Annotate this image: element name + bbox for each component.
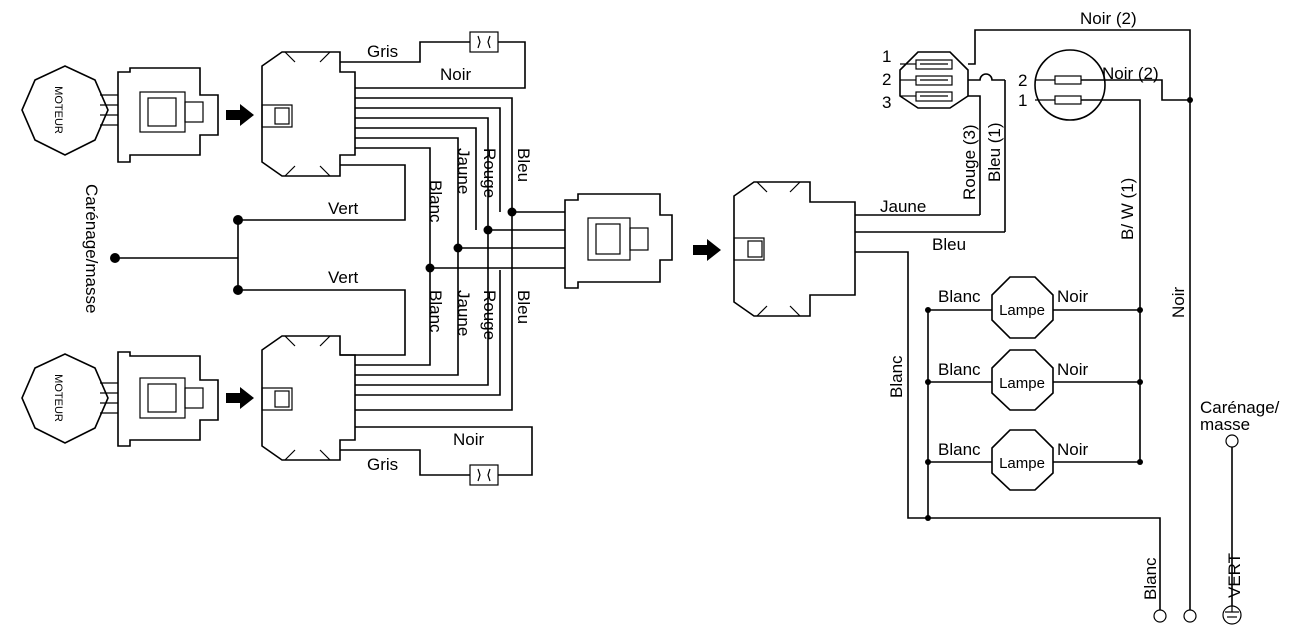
label-blanc-terminal: Blanc <box>1141 557 1160 600</box>
label-rouge-bottom: Rouge <box>480 290 499 340</box>
lamp-2-blanc: Blanc <box>938 360 981 379</box>
central-connector <box>564 193 673 289</box>
label-jaune-bottom: Jaune <box>454 290 473 336</box>
arrow-right-icon <box>693 239 721 261</box>
label-blanc-top: Blanc <box>426 180 445 223</box>
housing-bottom <box>261 335 356 461</box>
label-bw1: B/ W (1) <box>1118 178 1137 240</box>
label-vert-top: Vert <box>328 199 359 218</box>
arrow-right-icon <box>226 387 254 409</box>
receptacle-icon <box>1034 49 1106 121</box>
motor-top: MOTEUR <box>21 65 125 156</box>
label-noir2-receptacle: Noir (2) <box>1102 64 1159 83</box>
label-noir-top: Noir <box>440 65 472 84</box>
motor-top-label: MOTEUR <box>52 86 64 134</box>
lamp-2-label: Lampe <box>999 375 1045 392</box>
label-carenage-right: Carénage/ <box>1200 398 1280 417</box>
lamp-3-label: Lampe <box>999 455 1045 472</box>
label-bleu-bottom: Bleu <box>514 290 533 324</box>
label-noir-main: Noir <box>1169 286 1188 318</box>
label-bleu-top: Bleu <box>514 148 533 182</box>
motor-top-connector <box>117 67 219 163</box>
label-rouge-top: Rouge <box>480 148 499 198</box>
lamp-2 <box>925 349 1143 411</box>
motor-bottom-label: MOTEUR <box>52 374 64 422</box>
label-bleu1: Bleu (1) <box>985 122 1004 182</box>
label-noir2-top: Noir (2) <box>1080 9 1137 28</box>
lamp-3-noir: Noir <box>1057 440 1089 459</box>
capacitor-icon <box>477 35 491 49</box>
receiving-housing <box>733 181 856 317</box>
switch-pin-2: 2 <box>882 70 891 89</box>
capacitor-icon <box>477 468 491 482</box>
label-gris-bottom: Gris <box>367 455 398 474</box>
housing-top <box>261 51 356 177</box>
switch-pin-3: 3 <box>882 93 891 112</box>
label-carenage-masse-left: Carénage/masse <box>82 184 101 313</box>
motor-bottom-connector <box>117 351 219 447</box>
label-gris-top: Gris <box>367 42 398 61</box>
label-blanc-bottom: Blanc <box>426 290 445 333</box>
motor-bottom: MOTEUR <box>21 353 125 444</box>
label-vert-bottom: Vert <box>328 268 359 287</box>
label-masse-right: masse <box>1200 415 1250 434</box>
lamp-3 <box>925 429 1143 491</box>
switch-pin-1: 1 <box>882 47 891 66</box>
label-jaune-top: Jaune <box>454 148 473 194</box>
receptacle-pin-1: 1 <box>1018 91 1027 110</box>
lamp-1-noir: Noir <box>1057 287 1089 306</box>
label-blanc-main: Blanc <box>887 355 906 398</box>
lamp-1-label: Lampe <box>999 302 1045 319</box>
arrow-right-icon <box>226 104 254 126</box>
label-jaune-right: Jaune <box>880 197 926 216</box>
lamp-2-noir: Noir <box>1057 360 1089 379</box>
label-vert-caps: VERT <box>1225 553 1244 598</box>
lamp-3-blanc: Blanc <box>938 440 981 459</box>
ground-icon <box>1222 605 1242 625</box>
label-bleu-right: Bleu <box>932 235 966 254</box>
receptacle-pin-2: 2 <box>1018 71 1027 90</box>
label-rouge3: Rouge (3) <box>960 124 979 200</box>
label-noir-bottom: Noir <box>453 430 485 449</box>
switch-icon <box>899 51 969 109</box>
lamp-1 <box>925 276 1143 339</box>
lamp-1-blanc: Blanc <box>938 287 981 306</box>
